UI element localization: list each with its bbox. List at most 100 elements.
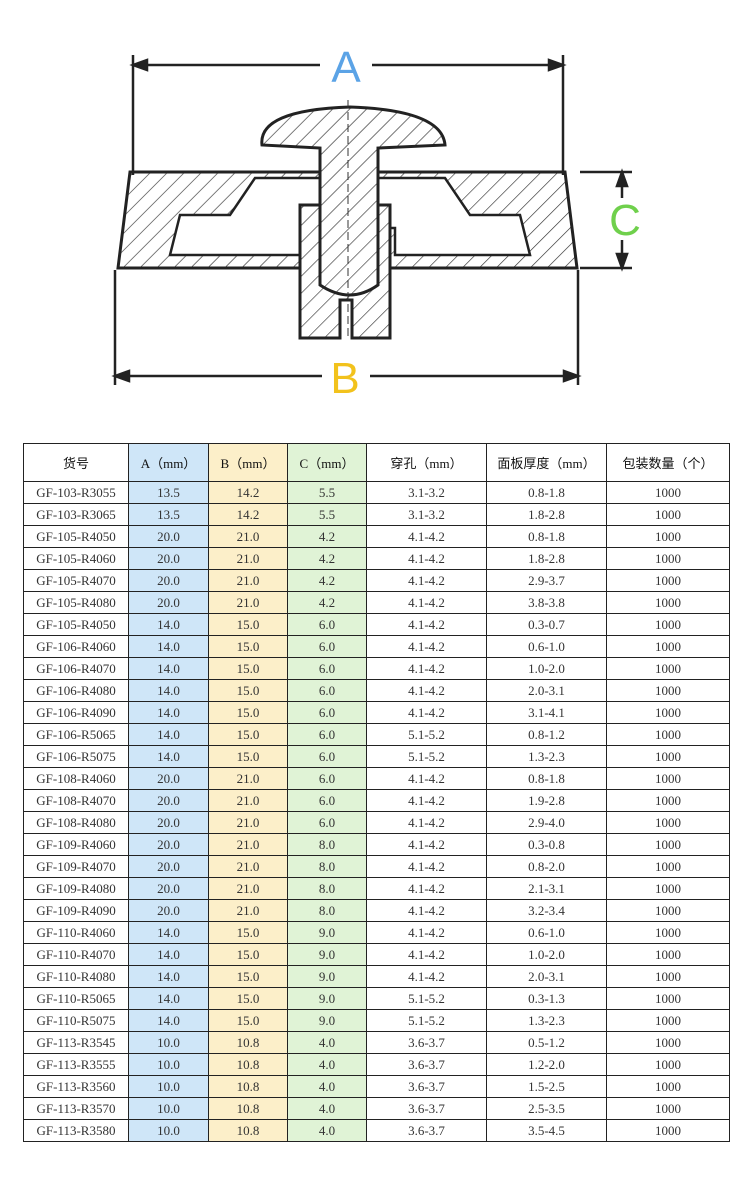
cell-part-number: GF-113-R3560 [23,1075,129,1098]
cell-panel-thickness: 2.9-4.0 [486,811,607,834]
cell-hole-range: 4.1-4.2 [366,789,487,812]
cell-hole-range: 4.1-4.2 [366,767,487,790]
cell-c-value: 6.0 [287,767,367,790]
cell-b-value: 15.0 [208,679,288,702]
cell-pack-qty: 1000 [606,701,730,724]
cell-part-number: GF-109-R4070 [23,855,129,878]
cell-panel-thickness: 3.2-3.4 [486,899,607,922]
cell-a-value: 20.0 [128,547,209,570]
dimension-b [111,270,582,385]
cell-a-value: 14.0 [128,701,209,724]
cell-panel-thickness: 0.8-2.0 [486,855,607,878]
cell-b-value: 21.0 [208,833,288,856]
cell-a-value: 13.5 [128,503,209,526]
cell-a-value: 10.0 [128,1053,209,1076]
cell-panel-thickness: 3.8-3.8 [486,591,607,614]
cell-part-number: GF-106-R4060 [23,635,129,658]
cell-a-value: 20.0 [128,833,209,856]
cell-panel-thickness: 0.6-1.0 [486,635,607,658]
cell-b-value: 21.0 [208,591,288,614]
cell-a-value: 10.0 [128,1075,209,1098]
cell-a-value: 20.0 [128,899,209,922]
cell-pack-qty: 1000 [606,547,730,570]
cell-hole-range: 4.1-4.2 [366,635,487,658]
cell-part-number: GF-105-R4070 [23,569,129,592]
cell-a-value: 14.0 [128,613,209,636]
cell-panel-thickness: 0.8-1.2 [486,723,607,746]
cell-panel-thickness: 0.5-1.2 [486,1031,607,1054]
cell-a-value: 10.0 [128,1031,209,1054]
cell-panel-thickness: 1.2-2.0 [486,1053,607,1076]
cell-pack-qty: 1000 [606,503,730,526]
cell-b-value: 15.0 [208,723,288,746]
cell-part-number: GF-105-R4050 [23,525,129,548]
cell-b-value: 15.0 [208,921,288,944]
cell-a-value: 14.0 [128,657,209,680]
cell-c-value: 8.0 [287,899,367,922]
cell-b-value: 21.0 [208,547,288,570]
cell-hole-range: 3.6-3.7 [366,1097,487,1120]
cell-hole-range: 4.1-4.2 [366,943,487,966]
cell-panel-thickness: 2.1-3.1 [486,877,607,900]
cell-part-number: GF-105-R4060 [23,547,129,570]
cell-pack-qty: 1000 [606,591,730,614]
cell-c-value: 4.0 [287,1119,367,1142]
cell-pack-qty: 1000 [606,679,730,702]
cell-a-value: 13.5 [128,481,209,504]
rivet-pin [260,105,447,297]
cell-b-value: 21.0 [208,767,288,790]
header-part-number: 货号 [23,443,129,482]
cell-panel-thickness: 1.5-2.5 [486,1075,607,1098]
cell-pack-qty: 1000 [606,943,730,966]
cell-part-number: GF-105-R4080 [23,591,129,614]
dimension-a-label: A [331,43,361,92]
cell-a-value: 20.0 [128,789,209,812]
cell-c-value: 9.0 [287,965,367,988]
cell-b-value: 15.0 [208,943,288,966]
header-c: C（mm） [287,443,367,482]
cell-hole-range: 5.1-5.2 [366,987,487,1010]
cell-part-number: GF-103-R3065 [23,503,129,526]
cell-hole-range: 3.6-3.7 [366,1031,487,1054]
cell-pack-qty: 1000 [606,767,730,790]
dimension-c [580,168,632,272]
cell-c-value: 9.0 [287,1009,367,1032]
cell-c-value: 8.0 [287,877,367,900]
cell-hole-range: 3.1-3.2 [366,503,487,526]
cell-pack-qty: 1000 [606,569,730,592]
cell-b-value: 10.8 [208,1053,288,1076]
cell-a-value: 14.0 [128,679,209,702]
cell-hole-range: 4.1-4.2 [366,679,487,702]
cell-panel-thickness: 1.0-2.0 [486,657,607,680]
cell-hole-range: 3.6-3.7 [366,1075,487,1098]
cell-panel-thickness: 0.3-1.3 [486,987,607,1010]
cell-c-value: 6.0 [287,679,367,702]
cell-a-value: 20.0 [128,855,209,878]
header-pack-qty: 包装数量（个） [606,443,730,482]
cell-panel-thickness: 1.9-2.8 [486,789,607,812]
cell-pack-qty: 1000 [606,525,730,548]
cell-c-value: 4.2 [287,569,367,592]
cell-panel-thickness: 0.8-1.8 [486,767,607,790]
cell-b-value: 15.0 [208,965,288,988]
cell-pack-qty: 1000 [606,657,730,680]
cell-b-value: 21.0 [208,789,288,812]
cell-c-value: 4.2 [287,591,367,614]
cell-hole-range: 4.1-4.2 [366,525,487,548]
cell-c-value: 6.0 [287,745,367,768]
cell-panel-thickness: 1.3-2.3 [486,1009,607,1032]
header-panel-thickness: 面板厚度（mm） [486,443,607,482]
cell-part-number: GF-110-R4060 [23,921,129,944]
